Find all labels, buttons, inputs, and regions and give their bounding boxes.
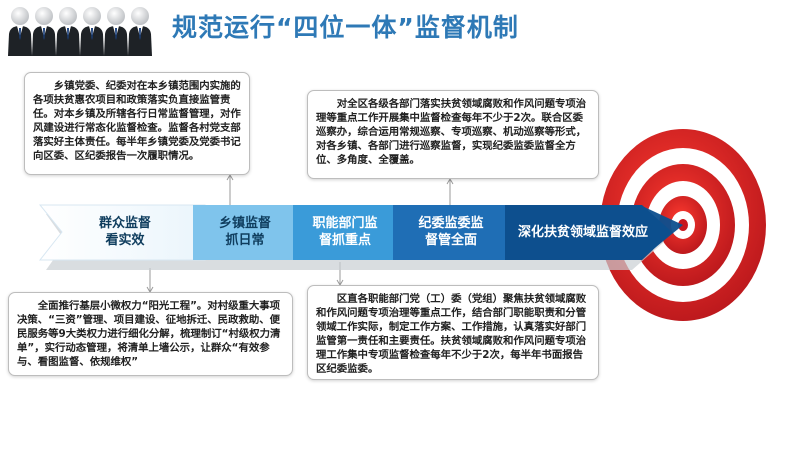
business-people-icon (8, 7, 152, 56)
arrow-segment-3 (293, 205, 397, 260)
note-functional-departments: 区直各职能部门党（工）委（党组）聚焦扶贫领域腐败和作风问题专项治理等重点工作，结… (307, 285, 599, 380)
arrow-segment-1 (38, 204, 206, 261)
page-title: 规范运行“四位一体”监督机制 (172, 13, 519, 42)
arrow-segment-2 (193, 205, 297, 260)
arrow-segment-4 (393, 205, 507, 260)
bullseye-target-icon (600, 129, 766, 321)
note-discipline-commission: 对全区各级各部门落实扶贫领域腐败和作风问题专项治理等重点工作开展集中监督检查每年… (307, 90, 599, 179)
segment-label-1: 群众监督 看实效 (98, 216, 151, 248)
segment-label-3: 职能部门监 督抓重点 (312, 216, 378, 248)
arrow-segment-5 (505, 205, 672, 260)
segment-label-2: 乡镇监督 抓日常 (218, 216, 271, 248)
segment-label-5: 深化扶贫领域监督效应 (517, 225, 648, 240)
segment-label-4: 纪委监委监 督管全面 (418, 216, 484, 248)
note-township-supervision: 乡镇党委、纪委对在本乡镇范围内实施的各项扶贫惠农项目和政策落实负直接监管责任。对… (24, 72, 250, 175)
note-mass-supervision: 全面推行基层小微权力“阳光工程”。对村级重大事项决策、“三资”管理、项目建设、征… (8, 292, 293, 376)
